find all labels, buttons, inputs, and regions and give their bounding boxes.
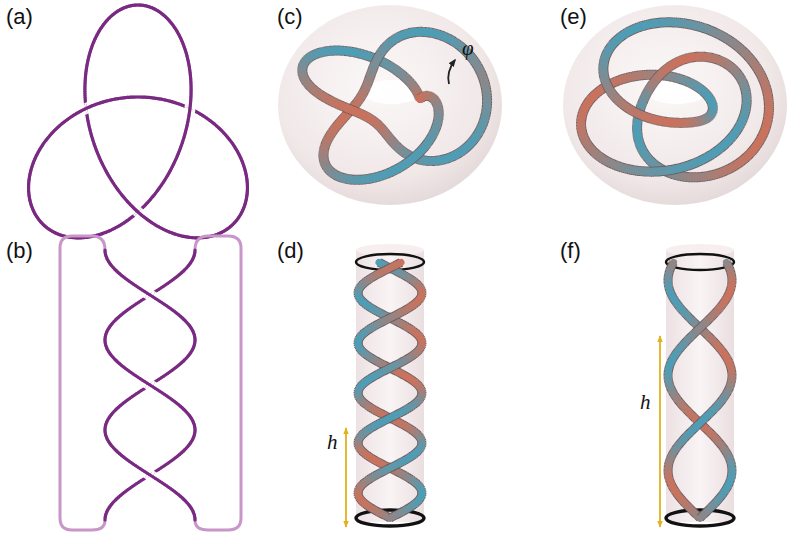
tube-core bbox=[48, 136, 49, 137]
trefoil-knot bbox=[29, 5, 248, 238]
braid-strands bbox=[105, 250, 195, 520]
